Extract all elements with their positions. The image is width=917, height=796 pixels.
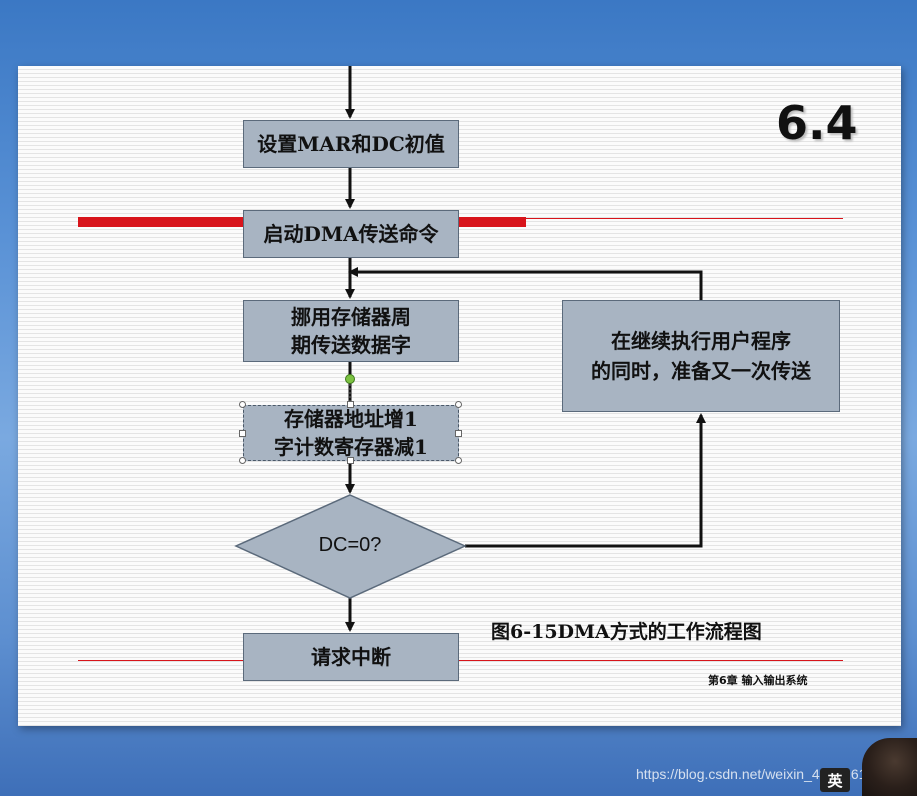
node-prepare[interactable]: 在继续执行用户程序 的同时，准备又一次传送	[562, 300, 840, 412]
selection-handle[interactable]	[347, 457, 354, 464]
selection-handle[interactable]	[239, 457, 246, 464]
edge-prepare-to-steal	[348, 267, 703, 300]
flowchart-connectors	[234, 66, 706, 632]
selection-handle[interactable]	[455, 430, 462, 437]
presenter-avatar	[862, 738, 917, 796]
footer-red-line	[78, 660, 843, 661]
decision-diamond	[234, 494, 467, 599]
node-start[interactable]: 启动DMA传送命令	[243, 210, 459, 258]
selection-handle[interactable]	[455, 401, 462, 408]
figure-caption: 图6-15DMA方式的工作流程图	[491, 621, 762, 643]
chapter-footer: 第6章 输入输出系统	[708, 674, 808, 687]
node-steal[interactable]: 挪用存储器周 期传送数据字	[243, 300, 459, 362]
selection-rotate-handle	[345, 374, 355, 384]
selection-handle[interactable]	[239, 401, 246, 408]
node-init[interactable]: 设置MAR和DC初值	[243, 120, 459, 168]
selection-handle[interactable]	[455, 457, 462, 464]
node-interrupt[interactable]: 请求中断	[243, 633, 459, 681]
watermark: https://blog.csdn.net/weixin_43602614	[636, 766, 875, 782]
slide: 设置MAR和DC初值 启动DMA传送命令 挪用存储器周 期传送数据字 存储器地址…	[18, 66, 901, 726]
selection-handle[interactable]	[347, 401, 354, 408]
edge-check-to-prepare	[465, 413, 706, 548]
ime-indicator[interactable]: 英	[820, 768, 850, 792]
selection-handle[interactable]	[239, 430, 246, 437]
section-number: 6.4	[776, 96, 858, 150]
node-update[interactable]: 存储器地址增1 字计数寄存器减1	[243, 405, 459, 461]
title-red-line	[526, 218, 843, 219]
node-check-label: DC=0?	[318, 534, 382, 556]
